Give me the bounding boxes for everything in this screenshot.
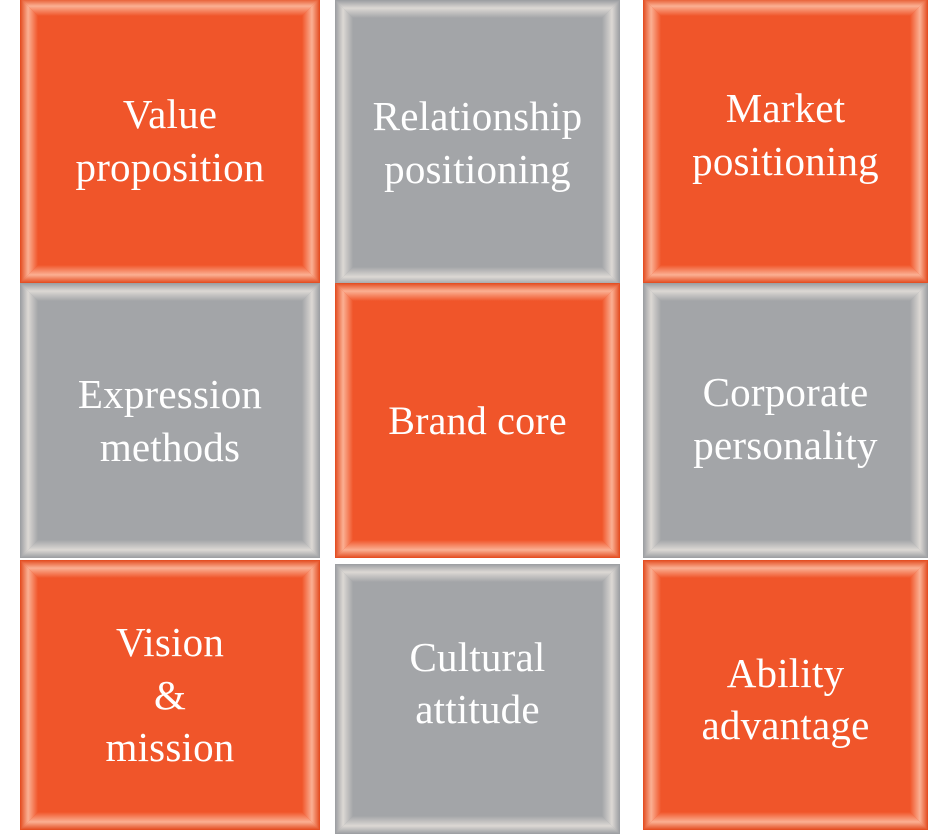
tile-face: Cultural attitude [353,582,602,816]
bevel-left [335,564,353,834]
bevel-bottom [20,540,320,558]
tile-frame: Relationship positioning [335,0,620,285]
tile-label-line: Corporate [702,369,869,416]
bevel-left [335,283,353,558]
tile-label: Vision & mission [100,616,241,773]
bevel-right [302,283,320,558]
tile-corporate-personality[interactable]: Corporate personality [635,283,950,560]
tile-label-line: Expression [77,371,263,418]
bevel-left [643,283,661,558]
bevel-top [335,0,620,18]
tile-label-line: Market [725,85,846,132]
tile-label-line: attitude [415,686,540,732]
tile-value-proposition[interactable]: Value proposition [0,0,330,285]
bevel-bottom [335,540,620,558]
tile-face: Corporate personality [661,301,910,540]
tile-frame: Corporate personality [643,283,928,558]
bevel-top [643,560,928,578]
bevel-bottom [643,812,928,830]
tile-face: Brand core [353,301,602,540]
bevel-left [335,0,353,285]
bevel-right [910,0,928,283]
bevel-left [20,560,38,830]
tile-label: Brand core [382,395,573,446]
tile-vision-and-mission[interactable]: Vision & mission [0,560,330,830]
tile-face: Ability advantage [661,578,910,812]
tile-face: Vision & mission [38,578,302,812]
bevel-left [643,0,661,283]
tile-label: Market positioning [686,82,885,187]
tile-face: Market positioning [661,16,910,265]
tile-frame: Vision & mission [20,560,320,830]
tile-label-line: positioning [692,137,879,184]
tile-face: Value proposition [38,16,302,265]
bevel-right [910,560,928,830]
bevel-bottom [643,265,928,283]
tile-cultural-attitude[interactable]: Cultural attitude [330,560,635,834]
bevel-top [20,0,320,16]
tile-label-line: Brand core [388,397,567,443]
tile-label-line: mission [105,724,235,771]
tile-frame: Brand core [335,283,620,558]
tile-ability-advantage[interactable]: Ability advantage [635,560,950,830]
tile-label-line: Value [122,91,218,138]
bevel-top [20,283,320,301]
bevel-top [643,283,928,301]
bevel-right [602,283,620,558]
tile-frame: Value proposition [20,0,320,283]
bevel-left [643,560,661,830]
tile-frame: Market positioning [643,0,928,283]
bevel-bottom [335,816,620,834]
tile-label-line: & [153,671,187,718]
tile-label: Relationship positioning [367,90,589,195]
tile-label: Cultural attitude [404,631,552,736]
bevel-bottom [20,812,320,830]
tile-expression-methods[interactable]: Expression methods [0,283,330,560]
tile-market-positioning[interactable]: Market positioning [635,0,950,285]
tile-label-line: personality [693,421,878,468]
tile-label-line: Ability [726,649,845,696]
bevel-right [302,560,320,830]
tile-label: Ability advantage [696,647,876,752]
tile-frame: Ability advantage [643,560,928,830]
tile-label-line: Vision [115,619,225,666]
bevel-top [335,283,620,301]
tile-label: Value proposition [70,88,271,193]
bevel-left [20,283,38,558]
bevel-bottom [20,265,320,283]
tile-label-line: advantage [701,702,870,748]
bevel-right [602,564,620,834]
tile-label-line: methods [99,423,241,470]
bevel-right [302,0,320,283]
tile-face: Relationship positioning [353,18,602,267]
bevel-left [20,0,38,283]
tile-label-line: proposition [75,143,265,190]
tile-relationship-positioning[interactable]: Relationship positioning [330,0,635,285]
tile-label-line: Cultural [409,633,546,680]
bevel-top [643,0,928,16]
bevel-bottom [643,540,928,558]
bevel-right [910,283,928,558]
bevel-top [20,560,320,578]
tile-face: Expression methods [38,301,302,540]
tile-label: Corporate personality [687,366,883,471]
tile-label: Expression methods [72,368,268,473]
bevel-right [602,0,620,285]
tile-frame: Expression methods [20,283,320,558]
tile-label-line: positioning [384,145,571,192]
bevel-top [335,564,620,582]
tile-frame: Cultural attitude [335,564,620,834]
tile-label-line: Relationship [372,93,583,140]
tile-brand-core[interactable]: Brand core [330,283,635,560]
